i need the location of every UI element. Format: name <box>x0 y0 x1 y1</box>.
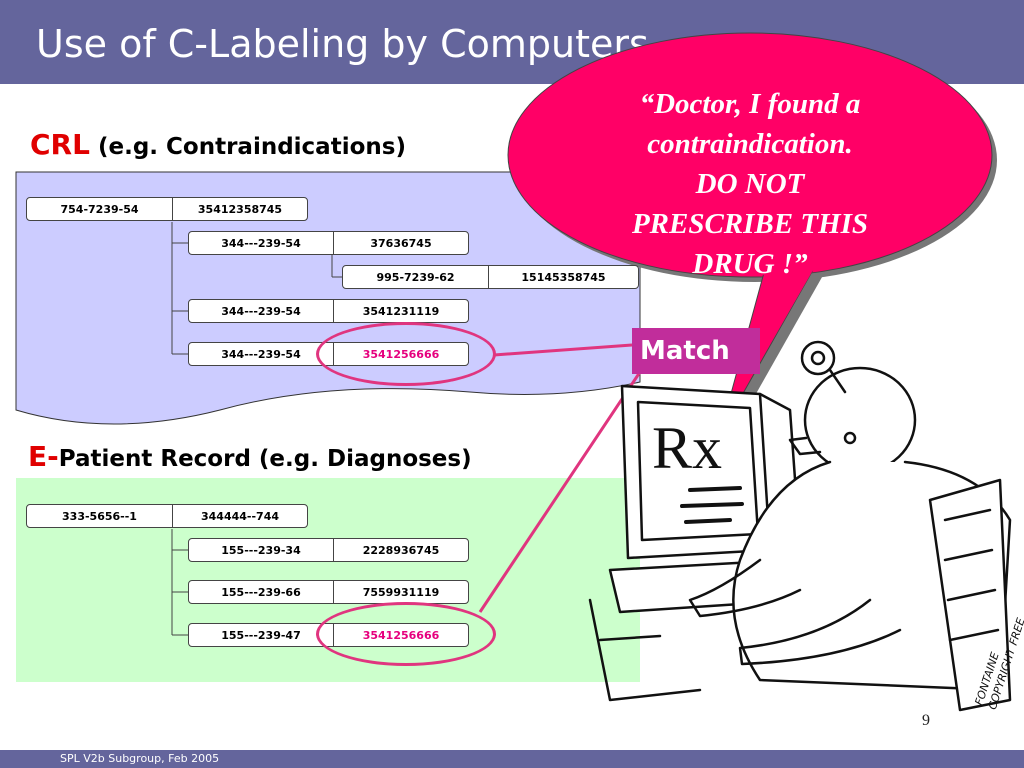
record-code: 155---239-47 <box>189 624 334 646</box>
record-value: 35412358745 <box>197 202 283 216</box>
record-code: 333-5656--1 <box>27 505 173 527</box>
patient-match-ring <box>316 602 496 666</box>
crl-heading-prefix: CRL <box>30 128 90 161</box>
speech-bubble-text: “Doctor, I found a contraindication. DO … <box>585 84 915 284</box>
patient-heading: E-Patient Record (e.g. Diagnoses) <box>28 440 472 473</box>
match-label: Match <box>632 328 760 374</box>
footer-text: SPL V2b Subgroup, Feb 2005 <box>60 752 220 765</box>
bubble-line: PRESCRIBE THIS <box>631 208 869 240</box>
footer-bar <box>0 750 1024 768</box>
crl-record: 344---239-54 3541231119 <box>188 299 469 323</box>
record-code: 344---239-54 <box>189 300 334 322</box>
record-value: 7559931119 <box>362 585 440 599</box>
rx-symbol: Rx <box>652 415 722 481</box>
match-line-patient <box>478 371 642 613</box>
record-code: 344---239-54 <box>189 232 334 254</box>
patient-record: 155---239-34 2228936745 <box>188 538 469 562</box>
bubble-line: contraindication. <box>647 128 853 160</box>
crl-record: 344---239-54 37636745 <box>188 231 469 255</box>
crl-record: 995-7239-62 15145358745 <box>342 265 639 289</box>
patient-record: 333-5656--1 344444--744 <box>26 504 308 528</box>
page-number: 9 <box>922 712 930 729</box>
doctor-cartoon <box>588 340 1012 712</box>
record-code: 344---239-54 <box>189 343 334 365</box>
record-code: 155---239-34 <box>189 539 334 561</box>
crl-heading: CRL (e.g. Contraindications) <box>30 128 406 161</box>
patient-heading-rest: Patient Record (e.g. Diagnoses) <box>58 446 472 472</box>
record-value: 15145358745 <box>521 270 606 284</box>
crl-record: 754-7239-54 35412358745 <box>26 197 308 221</box>
record-value: 2228936745 <box>362 543 440 557</box>
match-line-crl <box>493 343 633 357</box>
bubble-line: DRUG !” <box>692 248 808 280</box>
record-code: 754-7239-54 <box>27 198 173 220</box>
crl-match-ring <box>316 322 496 386</box>
bubble-line: “Doctor, I found a <box>639 88 861 120</box>
patient-heading-prefix: E- <box>28 440 59 473</box>
record-code: 995-7239-62 <box>343 266 489 288</box>
slide-title: Use of C-Labeling by Computers <box>36 22 649 66</box>
crl-heading-rest: (e.g. Contraindications) <box>97 134 406 160</box>
record-value: 37636745 <box>370 236 432 250</box>
record-value: 344444--744 <box>200 509 279 523</box>
record-value: 3541231119 <box>362 304 440 318</box>
bubble-line: DO NOT <box>695 168 805 200</box>
record-code: 155---239-66 <box>189 581 334 603</box>
patient-record: 155---239-66 7559931119 <box>188 580 469 604</box>
